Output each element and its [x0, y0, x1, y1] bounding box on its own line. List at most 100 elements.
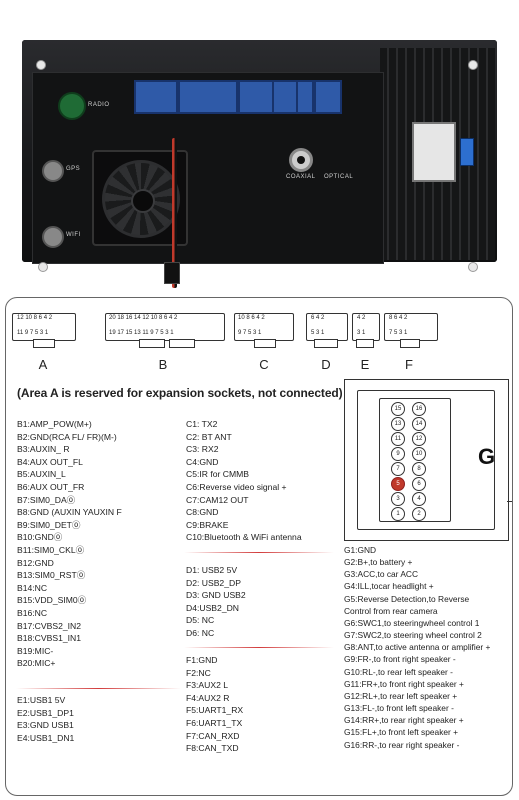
connector-a-label: A: [38, 357, 48, 372]
connector-f-label: F: [405, 357, 413, 372]
g-pin: 5: [391, 477, 405, 491]
g-pin-item: G10:RL-,to rear left speaker -: [344, 666, 453, 677]
f-pin-item: F3:AUX2 L: [186, 680, 229, 691]
g-pin-item: G16:RR-,to rear right speaker -: [344, 739, 460, 750]
f-pin-item: F2:NC: [186, 667, 211, 678]
f-pin-item: F8:CAN_TXD: [186, 743, 239, 754]
g-pin-item: G12:RL+,to rear left speaker +: [344, 690, 458, 701]
blue-connector-b: [178, 80, 238, 114]
c-pin-item: C2: BT ANT: [186, 431, 232, 442]
connector-a-top-pins: 12 10 8 6 4 2: [17, 315, 53, 321]
g-pin: 6: [412, 477, 426, 491]
connector-f-latch: [400, 339, 420, 348]
coaxial-label: COAXIAL: [286, 174, 316, 180]
power-wire: [172, 138, 177, 288]
d-pin-item: D6: NC: [186, 627, 215, 638]
f-pin-item: F6:UART1_TX: [186, 717, 243, 728]
wifi-antenna-socket: [42, 226, 64, 248]
b-pin-item: B20:MIC+: [17, 658, 56, 669]
c-pin-item: C4:GND: [186, 456, 219, 467]
connector-d-latch: [314, 339, 338, 348]
g-pin: 14: [412, 417, 426, 431]
connector-b-latch-left: [139, 339, 165, 348]
g-pin-item: G1:GND: [344, 545, 377, 555]
connector-g-pin-frame: [379, 398, 451, 522]
connector-c-top-pins: 10 8 6 4 2: [238, 315, 265, 321]
connector-e-bottom-pins: 3 1: [357, 330, 366, 336]
connector-e-outline: [352, 313, 380, 341]
d-pin-item: D2: USB2_DP: [186, 577, 241, 588]
blue-connector-c: [238, 80, 274, 114]
g-pin-item: Control from rear camera: [344, 605, 438, 616]
connector-b-bottom-pins: 19 17 15 13 11 9 7 5 3 1: [109, 330, 174, 336]
g-pin-item: G3:ACC,to car ACC: [344, 569, 419, 580]
optical-label: OPTICAL: [324, 174, 354, 180]
connector-d-top-pins: 6 4 2: [311, 315, 325, 321]
c-pin-item: C1: TX2: [186, 419, 218, 429]
main-harness-socket: [412, 122, 456, 182]
coaxial-jack: [289, 148, 313, 172]
e-pin-item: E1:USB1 5V: [17, 695, 66, 705]
g-pin-item: G7:SWC2,to steering wheel control 2: [344, 630, 482, 641]
g-pin: 7: [391, 462, 405, 476]
c-pin-item: C6:Reverse video signal +: [186, 481, 287, 492]
connector-f-bottom-pins: 7 5 3 1: [389, 330, 408, 336]
connector-d-label: D: [321, 357, 331, 372]
connector-c-bottom-pins: 9 7 5 3 1: [238, 330, 262, 336]
c-pin-item: C5:IR for CMMB: [186, 469, 250, 480]
mount-hole: [38, 262, 48, 272]
g-pin: 8: [412, 462, 426, 476]
g-pin-item: G8:ANT,to active antenna or amplifier +: [344, 642, 491, 653]
gps-antenna-socket: [42, 160, 64, 182]
connector-b-latch-right: [169, 339, 195, 348]
unit-rear-photo: RADIO GPS WIFI COAXIAL OPTICAL: [0, 0, 519, 290]
e-pin-item: E3:GND USB1: [17, 720, 74, 731]
c-pin-item: C3: RX2: [186, 444, 219, 455]
g-pin-item: G9:FR-,to front right speaker -: [344, 654, 456, 665]
g-pin-item: G15:FL+,to front left speaker +: [344, 727, 459, 738]
g-pin: 9: [391, 447, 405, 461]
b-pin-item: B6:AUX OUT_FR: [17, 481, 85, 492]
d-pin-item: D5: NC: [186, 615, 215, 626]
c-pin-item: C8:GND: [186, 507, 219, 518]
g-pin-item: G2:B+,to battery +: [344, 557, 413, 568]
c-pin-item: C7:CAM12 OUT: [186, 494, 249, 505]
mount-hole: [36, 60, 46, 70]
connector-a-latch: [33, 339, 55, 348]
blue-connector-d: [272, 80, 298, 114]
g-pin: 16: [412, 402, 426, 416]
expansion-note: (Area A is reserved for expansion socket…: [17, 386, 343, 400]
divider-d-f: [184, 647, 334, 648]
connector-b-label: B: [158, 357, 168, 372]
b-pin-item: B18:CVBS1_IN1: [17, 633, 82, 644]
b-pin-list: B1:AMP_POW(M+)B2:GND(RCA FL/ FR)(M-)B3:A…: [17, 418, 122, 670]
connector-e-label: E: [360, 357, 370, 372]
b-pin-item: B14:NC: [17, 582, 48, 593]
g-pin: 11: [391, 432, 405, 446]
g-pin-item: G5:Reverse Detection,to Reverse: [344, 593, 470, 604]
blue-connector-e: [296, 80, 314, 114]
connector-f-top-pins: 8 6 4 2: [389, 315, 408, 321]
b-pin-item: B13:SIM0_RST⓪: [17, 570, 86, 581]
blue-connector-f: [314, 80, 342, 114]
b-pin-item: B19:MIC-: [17, 645, 54, 656]
wire-plug: [164, 262, 180, 284]
c-pin-item: C10:Bluetooth & WiFi antenna: [186, 532, 302, 543]
wifi-label: WIFI: [66, 232, 81, 238]
d-pin-item: D1: USB2 5V: [186, 565, 238, 575]
connector-g-label: G: [478, 444, 496, 469]
divider-b-e: [16, 688, 181, 689]
b-pin-item: B11:SIM0_CKL⓪: [17, 544, 85, 555]
connector-c-label: C: [259, 357, 269, 372]
g-pin-list: G1:GND G2:B+,to battery +G3:ACC,to car AC…: [344, 544, 490, 751]
connector-c-latch: [254, 339, 276, 348]
e-pin-item: E4:USB1_DN1: [17, 732, 75, 743]
connector-b-outline: [105, 313, 225, 341]
gps-label: GPS: [66, 166, 81, 172]
b-pin-item: B15:VDD_SIM0⓪: [17, 595, 87, 606]
connector-b-top-pins: 20 18 16 14 12 10 8 6 4 2: [109, 315, 178, 321]
